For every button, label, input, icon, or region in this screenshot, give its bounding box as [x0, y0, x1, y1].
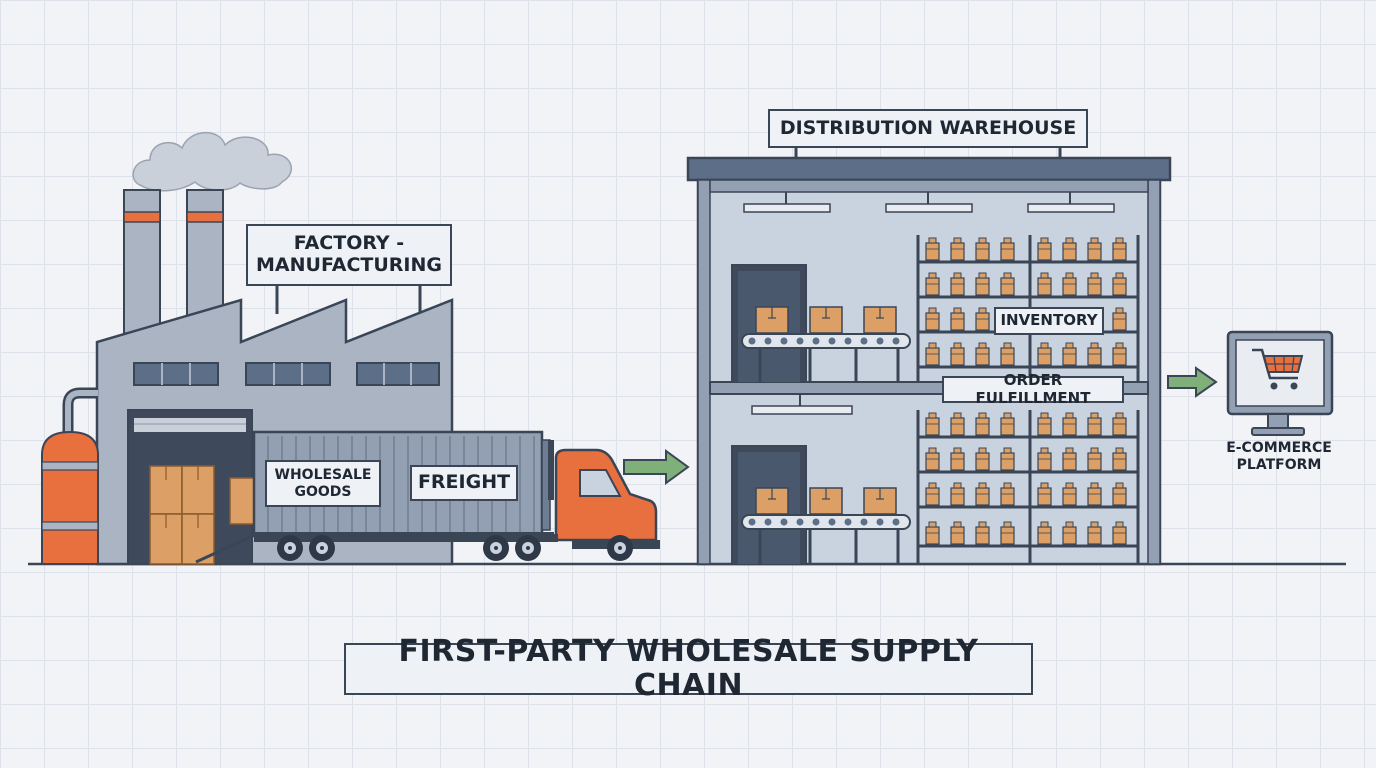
smoke-icon [132, 131, 293, 192]
arrow-right-icon [623, 449, 690, 485]
wholesale-goods-label: WHOLESALE GOODS [265, 460, 381, 507]
conveyor-icon [741, 306, 911, 564]
truck-icon [252, 430, 660, 561]
ecommerce-label: E-COMMERCE PLATFORM [1226, 440, 1332, 473]
freight-label: FREIGHT [410, 465, 518, 501]
box-icon [149, 465, 257, 565]
tank-icon [41, 387, 99, 565]
diagram-title: FIRST-PARTY WHOLESALE SUPPLY CHAIN [344, 634, 1033, 703]
order-fulfillment-label: ORDER FULFILLMENT [942, 372, 1124, 406]
shopping-cart-icon [1252, 348, 1304, 390]
factory-label: FACTORY - MANUFACTURING [246, 224, 452, 286]
inventory-label: INVENTORY [994, 307, 1104, 335]
warehouse-label: DISTRIBUTION WAREHOUSE [768, 109, 1088, 148]
arrow-right-icon [1167, 366, 1218, 398]
monitor-icon [1226, 330, 1334, 436]
